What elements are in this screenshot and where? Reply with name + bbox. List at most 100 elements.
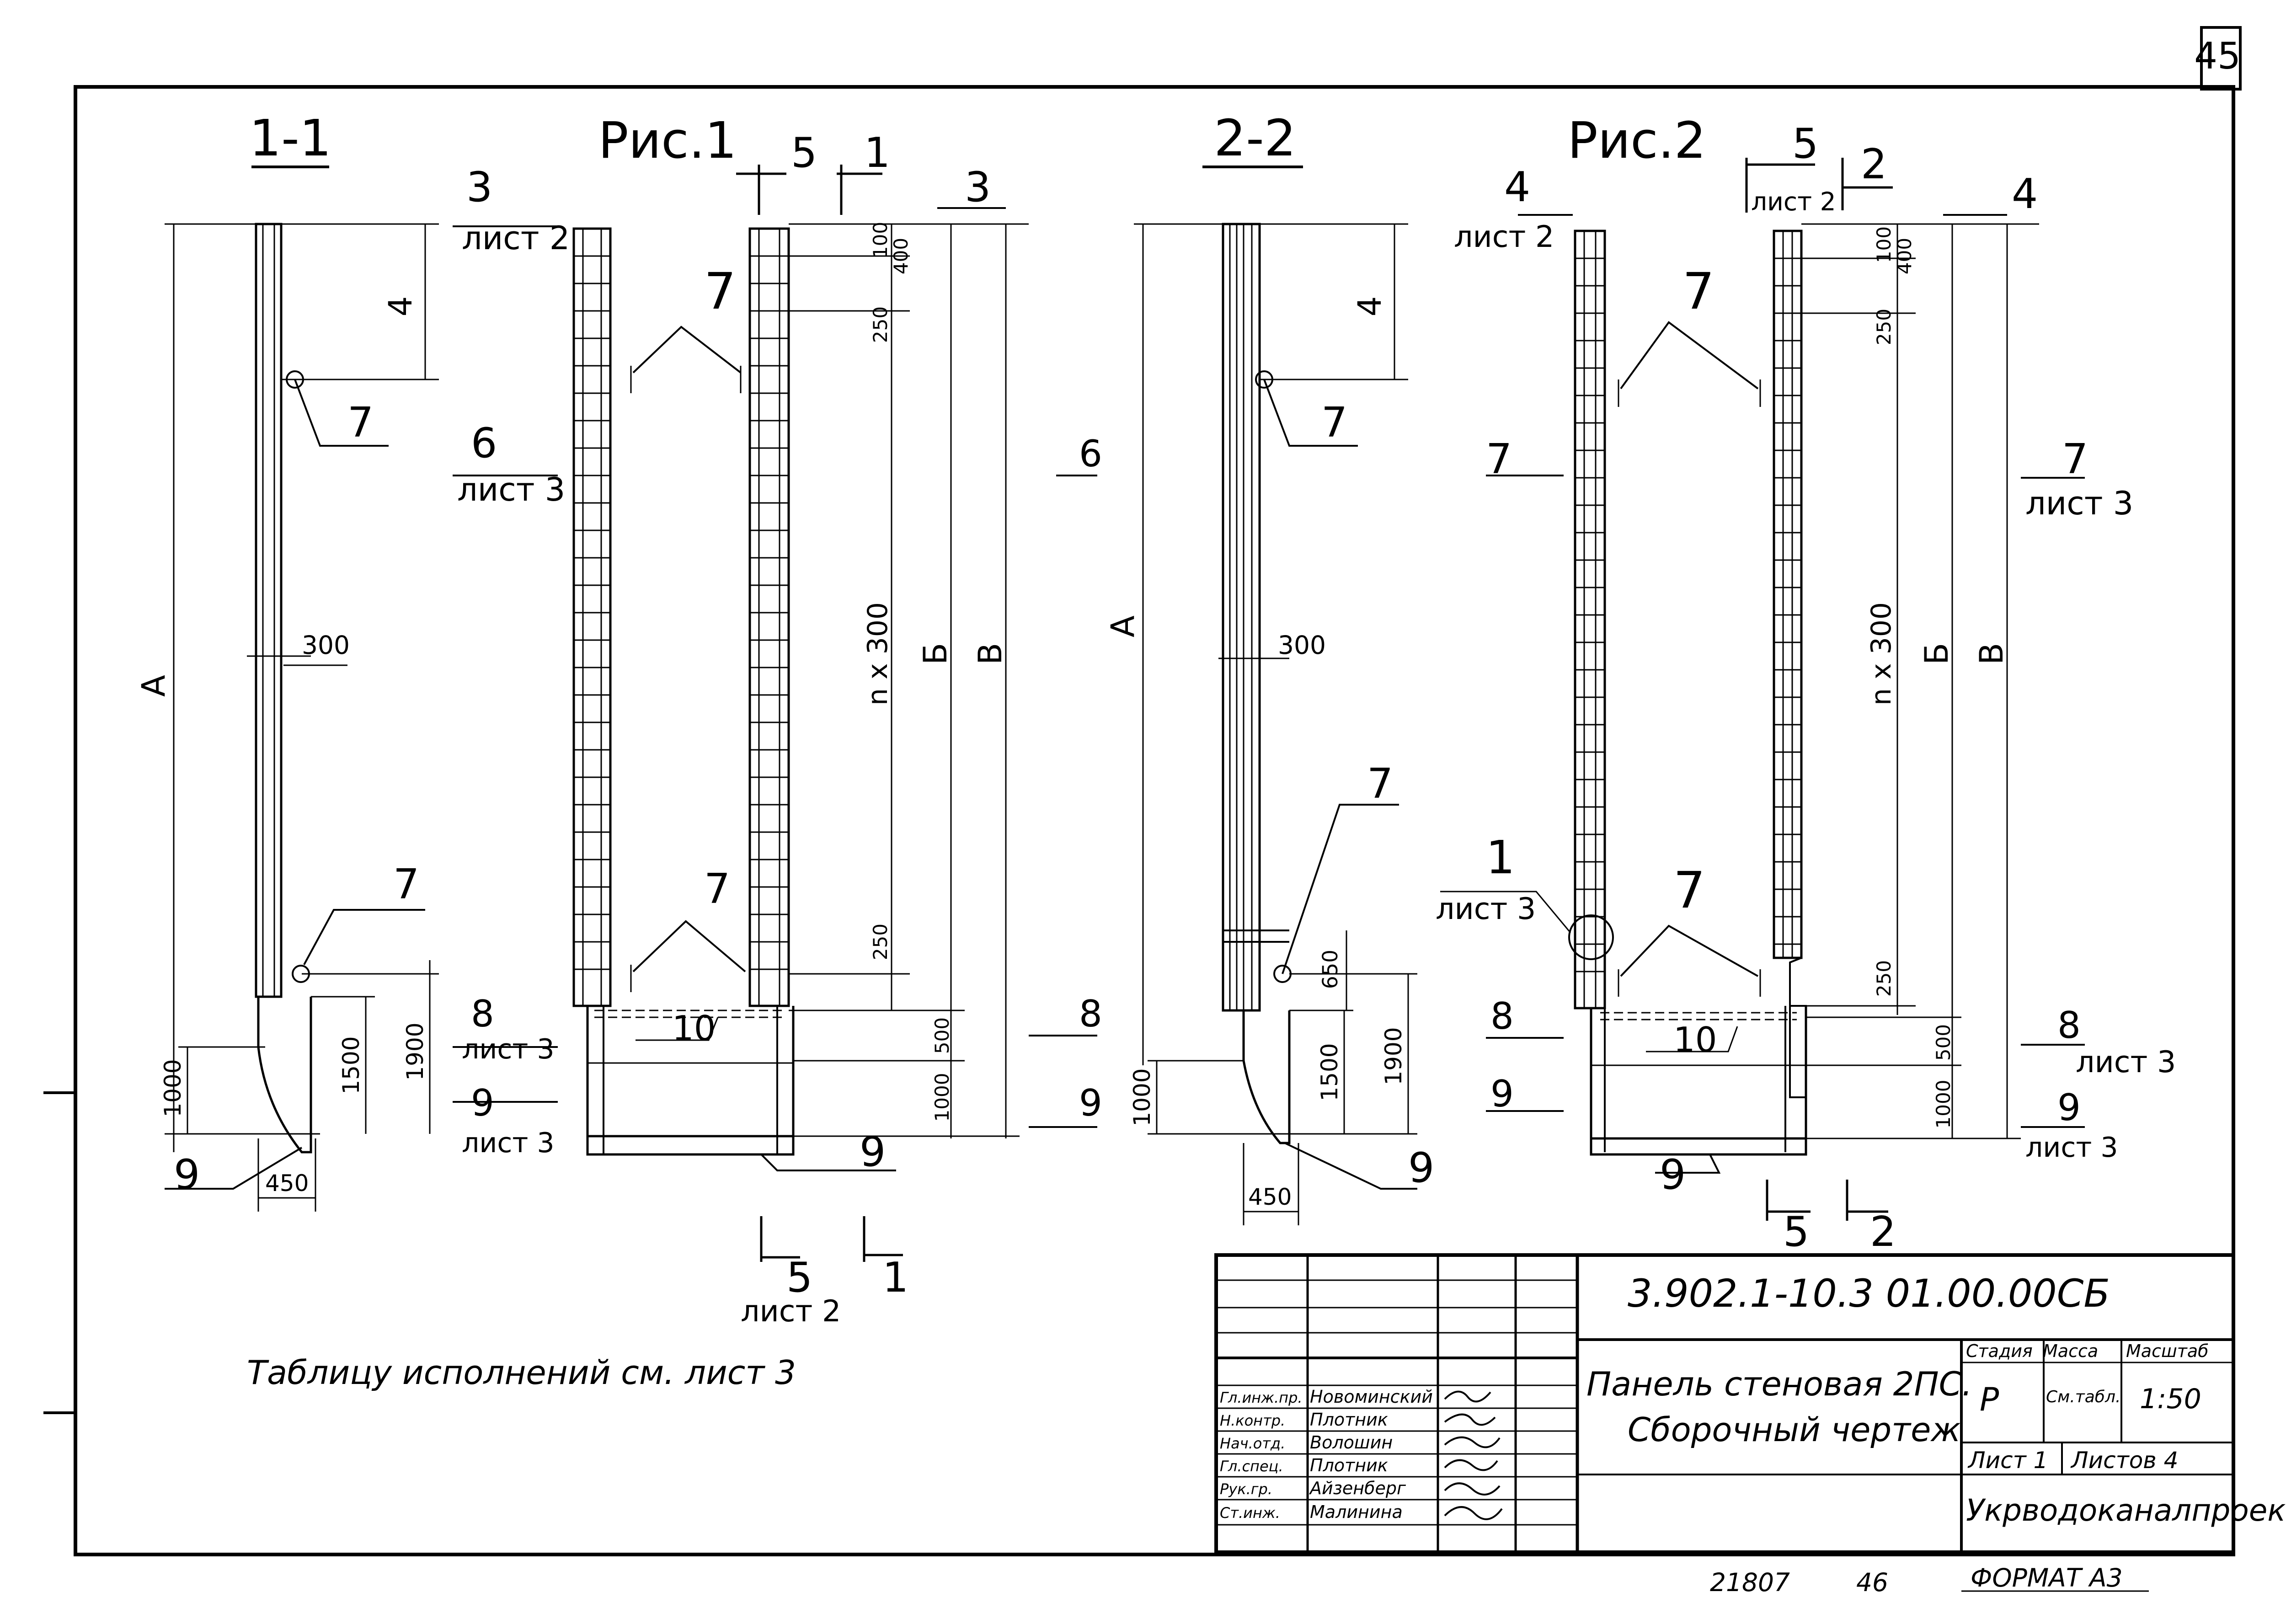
title-block: 3.902.1-10.3 01.00.00СБ Панель стеновая … (1216, 1255, 2286, 1550)
sheet-ref: лист 3 (2076, 1045, 2176, 1079)
stage-label: Стадия (1966, 1341, 2033, 1361)
callout-7: 7 (347, 399, 374, 447)
sheet-ref: лист 3 (2025, 1132, 2118, 1164)
callout-9: 9 (1408, 1144, 1434, 1192)
dim-1500: 1500 (1316, 1043, 1343, 1101)
signature-role: Н.контр. (1220, 1412, 1286, 1429)
inventory-number: 21807 (1710, 1568, 1790, 1597)
marker-8: 8 (471, 993, 494, 1035)
drawing-subtitle: Сборочный чертеж (1628, 1410, 1961, 1449)
callout-1: 1 (1486, 831, 1515, 884)
dim-1500: 1500 (338, 1036, 364, 1094)
document-code: 3.902.1-10.3 01.00.00СБ (1628, 1271, 2110, 1316)
dim-b: Б (917, 643, 954, 665)
execution-table-note: Таблицу исполнений см. лист 3 (247, 1353, 796, 1392)
sheet-ref: лист 2 (741, 1294, 841, 1329)
dim-250: 250 (1873, 309, 1895, 345)
sheets-count: Листов 4 (2071, 1447, 2179, 1474)
dim-1000: 1000 (1932, 1080, 1955, 1129)
signature-name: Волошин (1310, 1432, 1393, 1453)
callout-10: 10 (672, 1008, 716, 1048)
paper-format: ФОРМАТ А3 (1971, 1563, 2123, 1592)
sheet-number: 45 (2194, 35, 2241, 77)
organization-name: Укрводоканалпроект (1966, 1493, 2286, 1528)
figure-2-title: Рис.2 (1567, 111, 1706, 170)
callout-9: 9 (860, 1128, 886, 1176)
sheet-ref: лист 2 (1751, 187, 1836, 216)
marker-6: 6 (471, 419, 497, 467)
dim-450: 450 (265, 1170, 309, 1197)
signature-role: Ст.инж. (1220, 1504, 1280, 1522)
callout-7: 7 (1682, 262, 1714, 321)
callout-7: 7 (704, 262, 736, 321)
sheet-ref: лист 3 (2025, 485, 2133, 522)
copy-number: 46 (1856, 1568, 1888, 1597)
dim-A: А (135, 675, 172, 697)
marker-9: 9 (1079, 1082, 1102, 1124)
marker-3: 3 (466, 163, 492, 211)
dim-250: 250 (869, 306, 892, 343)
scale-value: 1:50 (2140, 1383, 2201, 1415)
dim-300: 300 (302, 630, 350, 660)
signature-role: Гл.спец. (1220, 1458, 1283, 1475)
dim-1000: 1000 (931, 1073, 953, 1122)
section-arrow-5: 5 (1792, 120, 1818, 168)
dim-A: А (1104, 615, 1142, 637)
scale-label: Масштаб (2126, 1341, 2209, 1361)
dim-250: 250 (1873, 960, 1895, 997)
dim-1000: 1000 (160, 1059, 186, 1117)
dim-100: 100 (1873, 226, 1895, 263)
signature-name: Малинина (1310, 1502, 1403, 1522)
callout-9: 9 (1660, 1151, 1686, 1199)
dim-100: 100 (869, 222, 892, 258)
callout-10: 10 (1673, 1020, 1717, 1060)
section-2-2 (1134, 166, 1417, 1225)
signature-role: Гл.инж.пр. (1220, 1389, 1303, 1406)
dim-400: 400 (1893, 238, 1916, 274)
dim-300: 300 (1278, 630, 1326, 660)
title-block-grid (1214, 1253, 2235, 1554)
signature-role: Нач.отд. (1220, 1435, 1286, 1452)
dim-250: 250 (869, 924, 892, 960)
dim-450: 450 (1248, 1184, 1292, 1210)
signature-name: Плотник (1310, 1410, 1388, 1430)
figure-1-title: Рис.1 (598, 111, 737, 170)
dim-500: 500 (931, 1017, 953, 1054)
drawing-title: Панель стеновая 2ПС. (1586, 1365, 1972, 1403)
marker-9: 9 (2057, 1086, 2081, 1129)
section-2-2-title: 2-2 (1214, 109, 1296, 167)
sheet-ref: лист 3 (462, 1127, 555, 1159)
figure-2 (1440, 158, 2085, 1221)
dim-400: 400 (890, 238, 912, 274)
marker-8: 8 (2057, 1004, 2081, 1047)
signature-role: Рук.гр. (1220, 1480, 1273, 1498)
sheet-ref: лист 2 (462, 219, 570, 257)
marker-6: 6 (1079, 433, 1102, 475)
section-arrow-2: 2 (1861, 140, 1887, 188)
figure-1 (453, 165, 1097, 1262)
stage-value: Р (1980, 1381, 1999, 1418)
dim-4: 4 (1351, 296, 1389, 317)
sheet-number-box (2200, 26, 2242, 91)
sheet-ref: лист 3 (1436, 892, 1536, 926)
marker-9: 9 (471, 1082, 494, 1124)
section-arrow-5: 5 (1783, 1208, 1809, 1256)
dim-v: В (1973, 643, 2010, 665)
sheet-ref: лист 2 (1454, 220, 1554, 254)
marker-4: 4 (1504, 163, 1530, 211)
marker-8: 8 (1079, 993, 1102, 1035)
callout-7: 7 (1367, 760, 1393, 808)
dim-n-x-300: n x 300 (862, 602, 894, 705)
sheet-frame (74, 85, 2235, 1556)
callout-7: 7 (1321, 399, 1347, 447)
marker-7: 7 (2062, 435, 2088, 483)
sheet-label: Лист 1 (1968, 1447, 2048, 1474)
section-arrow-5: 5 (786, 1254, 812, 1302)
callout-9: 9 (174, 1151, 200, 1199)
dim-n-x-300: n x 300 (1865, 602, 1897, 705)
mass-label: Масса (2043, 1341, 2099, 1361)
callout-7: 7 (704, 865, 730, 913)
marker-3: 3 (965, 163, 991, 211)
